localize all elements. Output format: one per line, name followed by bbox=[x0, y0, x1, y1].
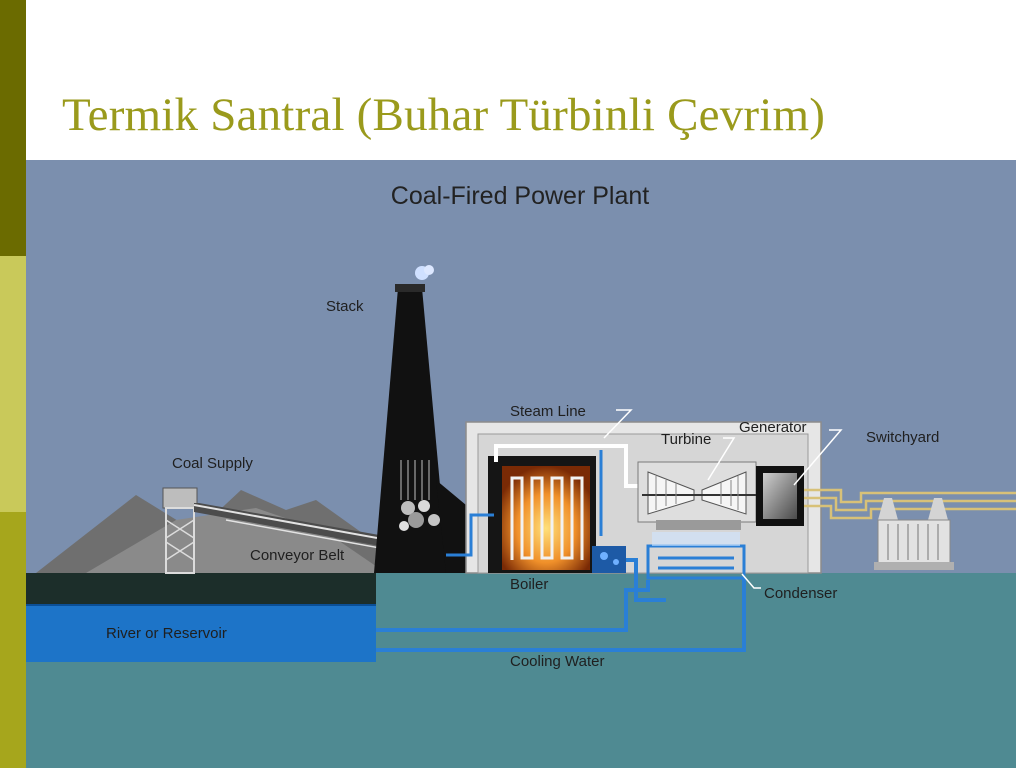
label-generator: Generator bbox=[739, 419, 807, 436]
label-condenser: Condenser bbox=[764, 585, 837, 602]
ground-strip bbox=[26, 573, 376, 605]
label-river-reservoir: River or Reservoir bbox=[106, 625, 227, 642]
side-accent-bar-top bbox=[0, 0, 26, 256]
coal-supply-tower bbox=[162, 487, 198, 574]
diagram-title: Coal-Fired Power Plant bbox=[391, 182, 649, 210]
switchyard-transformer bbox=[874, 498, 954, 570]
label-stack: Stack bbox=[326, 298, 364, 315]
river-reservoir bbox=[26, 605, 376, 662]
label-steam-line: Steam Line bbox=[510, 403, 586, 420]
label-boiler: Boiler bbox=[510, 576, 548, 593]
smoke-stack bbox=[374, 265, 448, 573]
label-conveyor-belt: Conveyor Belt bbox=[250, 547, 345, 564]
label-turbine: Turbine bbox=[661, 431, 711, 448]
coal-pile bbox=[36, 490, 386, 573]
label-cooling-water: Cooling Water bbox=[510, 653, 604, 670]
flue-duct bbox=[436, 480, 471, 573]
generator bbox=[756, 466, 804, 526]
feed-pump bbox=[592, 546, 626, 573]
slide-title: Termik Santral (Buhar Türbinli Çevrim) bbox=[62, 89, 826, 141]
label-switchyard: Switchyard bbox=[866, 429, 939, 446]
side-accent-bar-middle bbox=[0, 256, 26, 512]
cooling-water-pipes bbox=[376, 558, 746, 652]
conveyor-belt bbox=[193, 503, 396, 551]
boiler bbox=[446, 456, 596, 573]
turbine bbox=[637, 461, 766, 530]
power-plant-diagram: Coal-Fired Power Plant bbox=[26, 160, 1016, 768]
steam-line bbox=[494, 444, 651, 488]
label-coal-supply: Coal Supply bbox=[172, 455, 253, 472]
condenser bbox=[646, 532, 746, 580]
label-leaders bbox=[603, 409, 843, 589]
side-accent-bar-bottom bbox=[0, 512, 26, 768]
